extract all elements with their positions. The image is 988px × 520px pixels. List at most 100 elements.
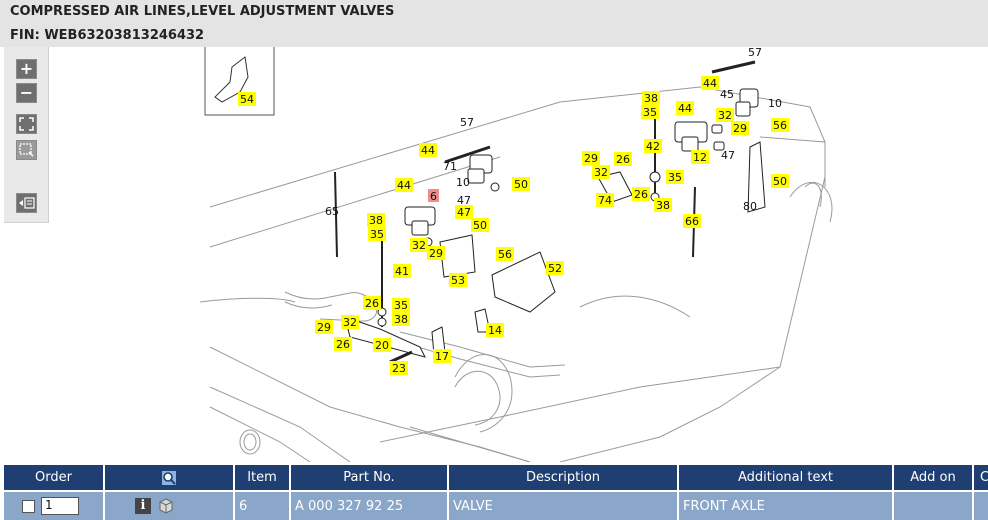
callout-35[interactable]: 35 — [666, 170, 684, 184]
description-cell: VALVE — [448, 490, 679, 520]
callout-52[interactable]: 52 — [546, 261, 564, 275]
callout-label: 12 — [693, 151, 707, 164]
callout-32[interactable]: 32 — [341, 315, 359, 329]
callout-74[interactable]: 74 — [596, 193, 614, 207]
callout-32[interactable]: 32 — [410, 238, 428, 252]
quantity-input[interactable]: 1 — [41, 497, 79, 515]
callout-32[interactable]: 32 — [716, 108, 734, 122]
callout-10: 10 — [456, 176, 470, 189]
inset-54 — [204, 47, 275, 116]
col-actions[interactable] — [104, 465, 235, 491]
col-additional-text[interactable]: Additional text — [678, 465, 894, 491]
callout-20[interactable]: 20 — [373, 338, 391, 352]
callout-label: 20 — [375, 339, 389, 352]
callout-29[interactable]: 29 — [582, 151, 600, 165]
additional-text-cell: FRONT AXLE — [678, 490, 894, 520]
callout-label: 26 — [616, 153, 630, 166]
callout-label: 50 — [773, 175, 787, 188]
callout-38[interactable]: 38 — [367, 213, 385, 227]
callout-29[interactable]: 29 — [427, 246, 445, 260]
callout-label: 47 — [721, 149, 735, 162]
callout-label: 14 — [488, 324, 502, 337]
print-button[interactable] — [16, 193, 37, 213]
zoom-in-icon: + — [19, 59, 34, 78]
callout-44[interactable]: 44 — [676, 101, 694, 115]
callout-label: 52 — [548, 262, 562, 275]
callout-44[interactable]: 44 — [701, 76, 719, 90]
fin-number: FIN: WEB63203813246432 — [10, 28, 205, 43]
callout-label: 53 — [451, 274, 465, 287]
callout-29[interactable]: 29 — [315, 320, 333, 334]
callout-53[interactable]: 53 — [449, 273, 467, 287]
callout-66[interactable]: 66 — [683, 214, 701, 228]
callout-41[interactable]: 41 — [393, 264, 411, 278]
callout-44[interactable]: 44 — [395, 178, 413, 192]
fit-screen-button[interactable] — [16, 114, 37, 134]
callout-label: 41 — [395, 265, 409, 278]
callout-label: 35 — [370, 228, 384, 241]
col-co[interactable]: Co — [973, 465, 988, 491]
callout-35[interactable]: 35 — [368, 227, 386, 241]
callout-47[interactable]: 47 — [455, 205, 473, 219]
callout-29[interactable]: 29 — [731, 121, 749, 135]
callout-56[interactable]: 56 — [496, 247, 514, 261]
callout-42[interactable]: 42 — [644, 139, 662, 153]
callout-10: 10 — [768, 97, 782, 110]
zoom-area-icon — [19, 143, 34, 157]
callout-57: 57 — [460, 116, 474, 129]
callout-50[interactable]: 50 — [471, 218, 489, 232]
page-title: COMPRESSED AIR LINES,LEVEL ADJUSTMENT VA… — [10, 4, 395, 19]
callout-23[interactable]: 23 — [390, 361, 408, 375]
magnify-icon — [162, 470, 176, 485]
callout-14[interactable]: 14 — [486, 323, 504, 337]
order-cell: 1 — [4, 490, 105, 520]
col-order[interactable]: Order — [4, 465, 105, 491]
callout-label: 35 — [394, 299, 408, 312]
callout-44[interactable]: 44 — [419, 143, 437, 157]
callout-26[interactable]: 26 — [632, 187, 650, 201]
callout-47: 47 — [721, 149, 735, 162]
callout-label: 10 — [456, 176, 470, 189]
parts-table: Order Item Part No. Description Addition… — [4, 465, 988, 520]
callout-38[interactable]: 38 — [654, 198, 672, 212]
callout-17[interactable]: 17 — [433, 349, 451, 363]
callout-38[interactable]: 38 — [642, 91, 660, 105]
callout-32[interactable]: 32 — [592, 165, 610, 179]
cube-icon[interactable] — [158, 498, 174, 514]
fit-screen-icon — [19, 117, 34, 131]
callout-35[interactable]: 35 — [641, 105, 659, 119]
callout-label: 44 — [678, 102, 692, 115]
zoom-out-button[interactable]: − — [16, 83, 37, 103]
col-add-on[interactable]: Add on — [893, 465, 974, 491]
order-checkbox[interactable] — [22, 499, 35, 513]
callout-6[interactable]: 6 — [428, 189, 439, 203]
zoom-area-button[interactable] — [16, 140, 37, 160]
diagram-toolbar: + − — [4, 47, 49, 223]
col-item[interactable]: Item — [234, 465, 291, 491]
callout-label: 29 — [429, 247, 443, 260]
callout-label: 57 — [460, 116, 474, 129]
callout-label: 10 — [768, 97, 782, 110]
callout-26[interactable]: 26 — [363, 296, 381, 310]
callout-26[interactable]: 26 — [334, 337, 352, 351]
table-row[interactable]: 1 i 6 A 000 327 92 25 VALVE FRONT AXLE — [4, 490, 988, 520]
callout-38[interactable]: 38 — [392, 312, 410, 326]
callout-35[interactable]: 35 — [392, 298, 410, 312]
callout-label: 38 — [644, 92, 658, 105]
callout-label: 38 — [656, 199, 670, 212]
callout-26[interactable]: 26 — [614, 152, 632, 166]
callout-label: 56 — [498, 248, 512, 261]
callout-12[interactable]: 12 — [691, 150, 709, 164]
col-description[interactable]: Description — [448, 465, 679, 491]
callout-label: 56 — [773, 119, 787, 132]
callout-50[interactable]: 50 — [512, 177, 530, 191]
info-icon[interactable]: i — [135, 498, 151, 514]
callout-50[interactable]: 50 — [771, 174, 789, 188]
callout-54[interactable]: 54 — [238, 92, 256, 106]
col-part-no[interactable]: Part No. — [290, 465, 449, 491]
callout-56[interactable]: 56 — [771, 118, 789, 132]
callout-label: 44 — [703, 77, 717, 90]
zoom-in-button[interactable]: + — [16, 59, 37, 79]
